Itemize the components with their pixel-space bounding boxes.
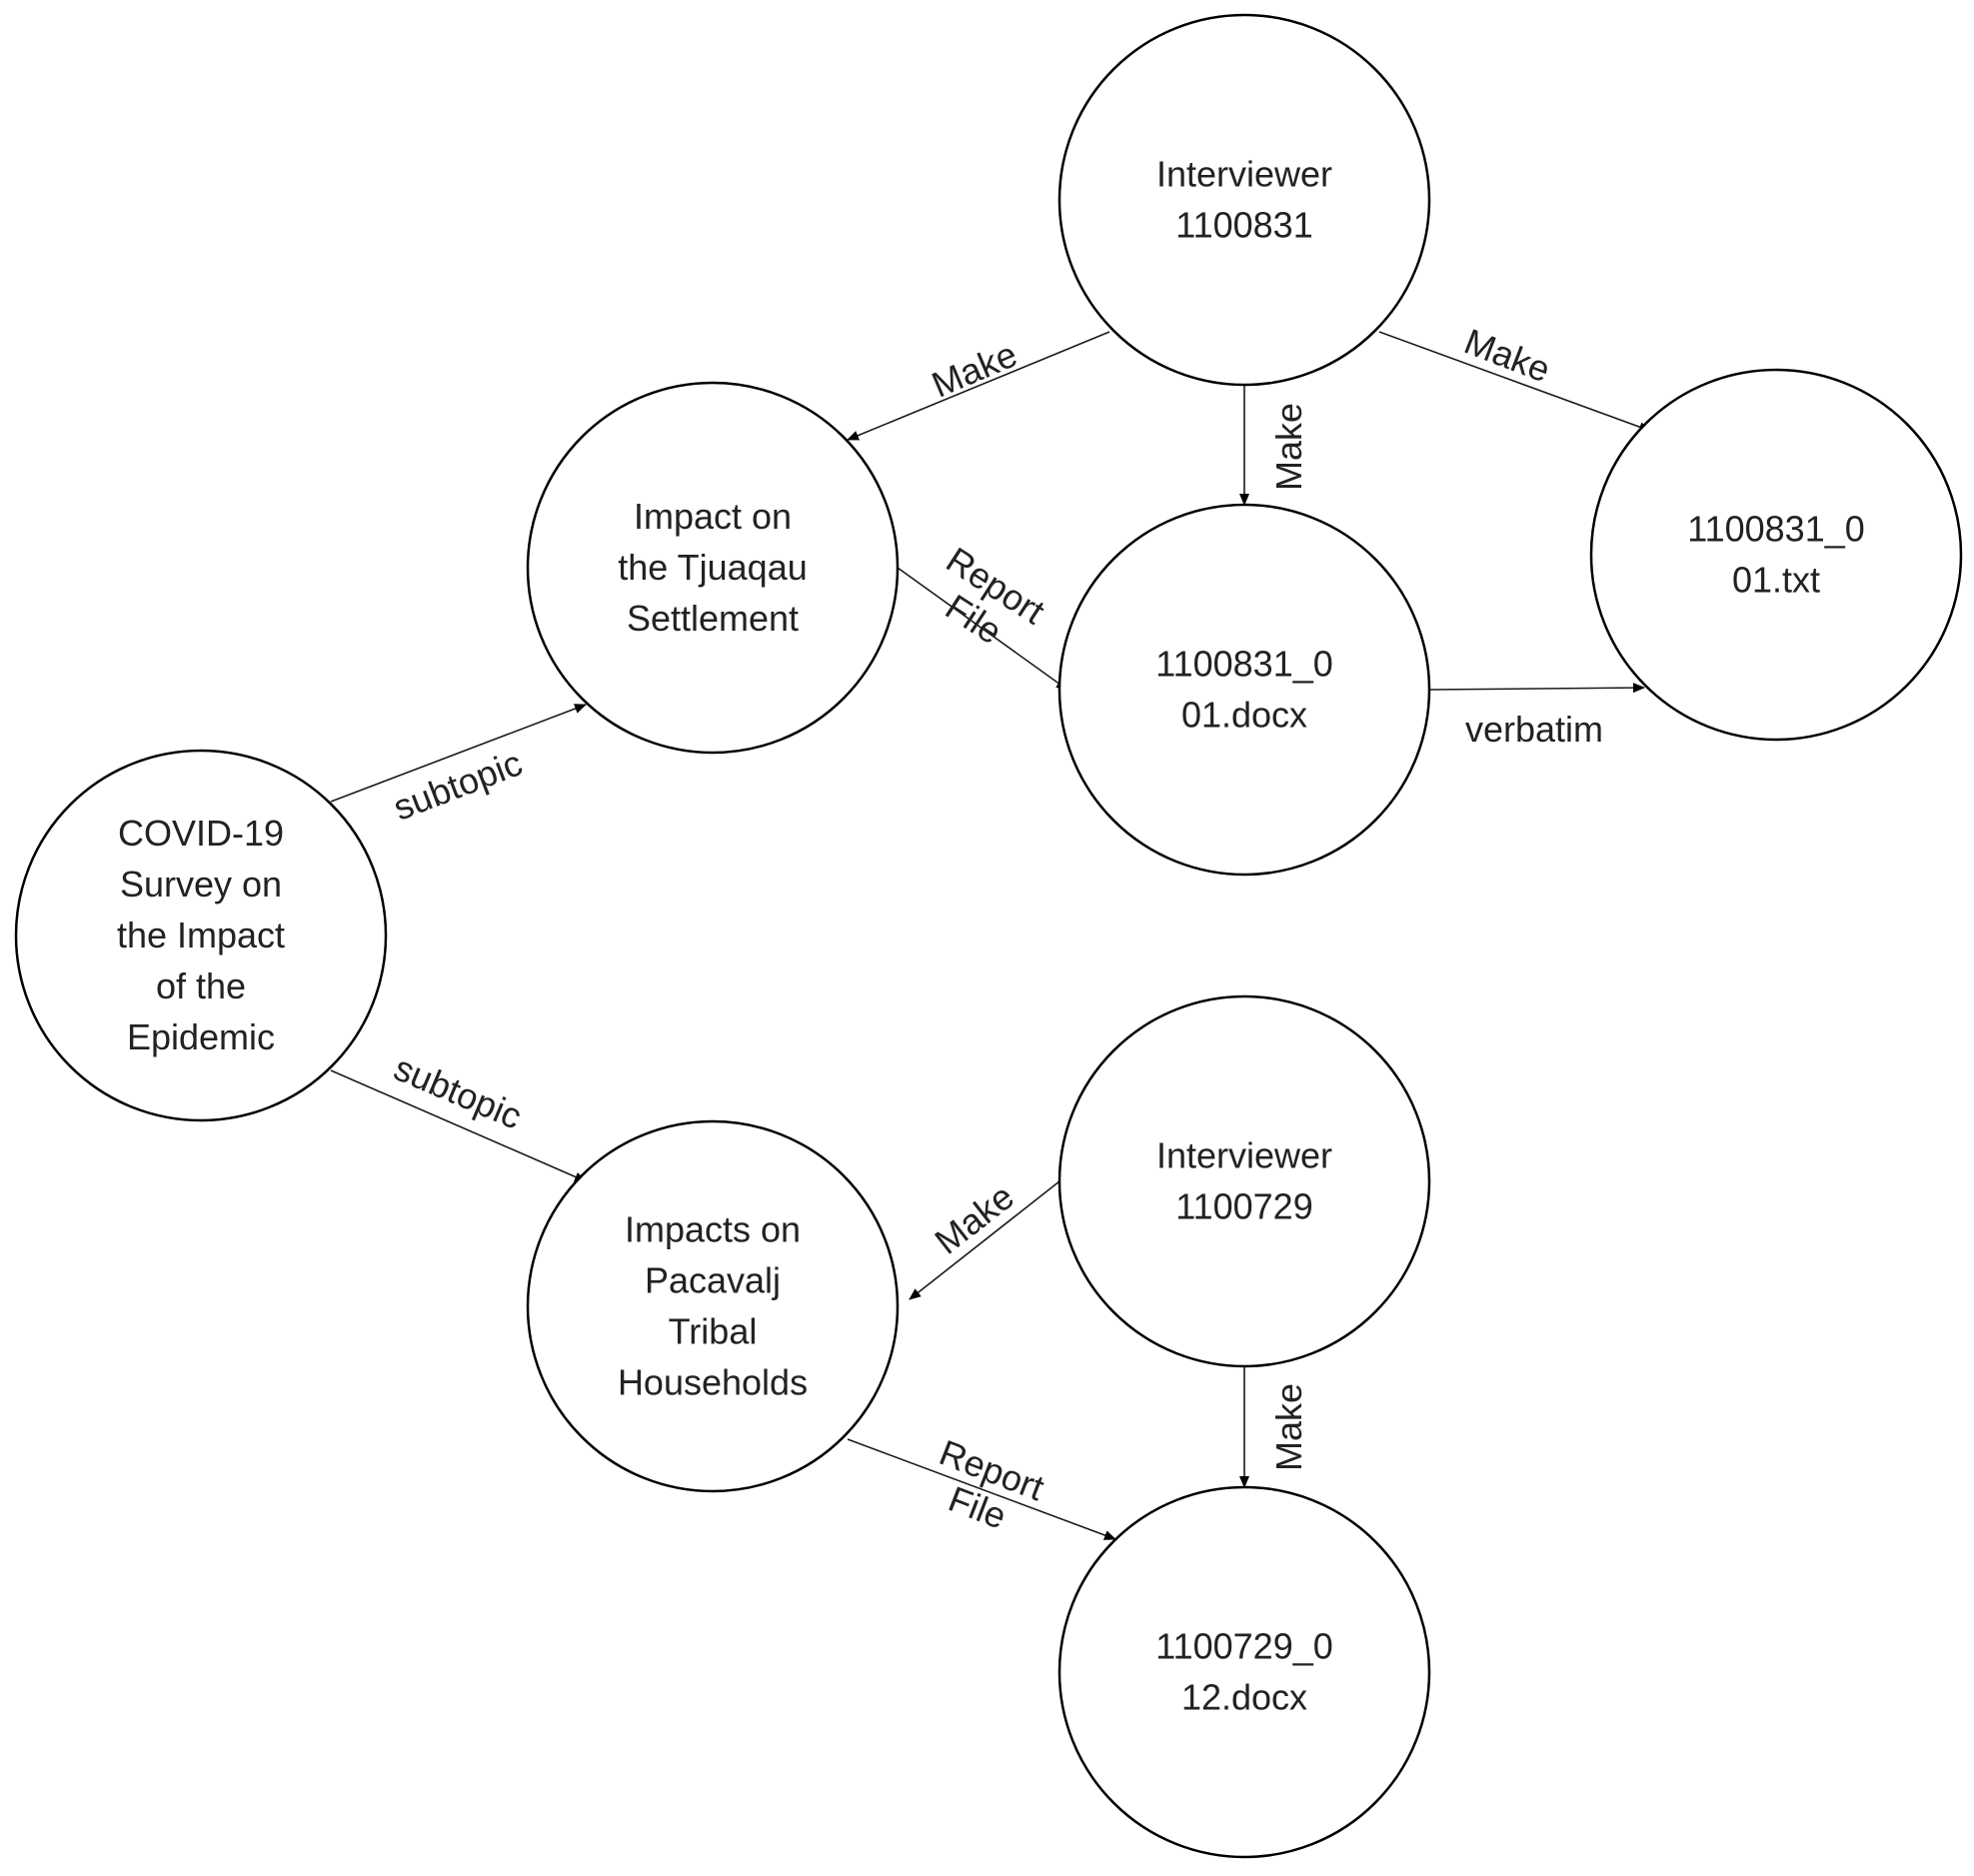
node-interviewer-1100729: Interviewer 1100729: [1057, 994, 1431, 1368]
node-label-line: 1100831_0: [1155, 644, 1333, 685]
edge-docx-to-txt: verbatim: [1428, 683, 1645, 750]
node-label-line: 1100729_0: [1155, 1626, 1333, 1667]
node-label: 1100831_0 01.txt: [1687, 509, 1865, 601]
edge-label-line: subtopic: [388, 742, 528, 828]
node-label-line: Epidemic: [127, 1016, 275, 1057]
node-label: 1100831_0 01.docx: [1155, 644, 1333, 736]
node-interviewer-1100831: Interviewer 1100831: [1057, 13, 1431, 387]
node-label-line: 1100831_0: [1687, 509, 1865, 550]
edge-pacavalj-to-docx: ReportFile: [847, 1431, 1116, 1545]
node-label-line: Survey on: [120, 864, 282, 905]
node-label-line: the Impact: [117, 915, 285, 955]
node-label-line: Settlement: [627, 598, 799, 639]
node-label-line: Impacts on: [625, 1209, 801, 1250]
node-label-line: 1100831: [1175, 205, 1312, 246]
node-label-line: 12.docx: [1181, 1677, 1307, 1718]
node-label-line: the Tjuaqau: [618, 547, 808, 588]
edge-label-line: Make: [1459, 321, 1556, 391]
node-label-line: Households: [618, 1362, 808, 1403]
edge-label-make: Make: [926, 333, 1022, 405]
edge-label-line: Make: [1268, 1383, 1309, 1471]
node-label: Interviewer 1100729: [1156, 1135, 1332, 1227]
edge-label-make: Make: [1459, 321, 1556, 391]
edge-label-line: Make: [926, 333, 1022, 405]
edge-covid-to-pacavalj: subtopic: [330, 1046, 587, 1182]
node-label-line: Pacavalj: [645, 1260, 781, 1301]
edge-label-make: Make: [1268, 403, 1309, 491]
edge-label-subtopic: subtopic: [388, 1046, 527, 1136]
node-label-line: of the: [156, 965, 246, 1006]
edge-label-line: verbatim: [1465, 709, 1603, 750]
edge-label-line: Make: [1268, 403, 1309, 491]
node-label: Interviewer 1100831: [1156, 154, 1332, 246]
node-label-line: COVID-19: [118, 813, 284, 854]
edge-label-report-file: ReportFile: [918, 539, 1052, 666]
node-label-line: Interviewer: [1156, 154, 1332, 195]
edge-interviewer-1100729-to-pacavalj: Make: [909, 1175, 1060, 1300]
edges-layer: subtopic subtopic Make Make Make ReportF…: [330, 321, 1651, 1545]
node-label-line: Tribal: [669, 1311, 758, 1352]
edge-interviewer-1100831-to-tjuaqau: Make: [847, 331, 1110, 441]
edge-interviewer-1100831-to-txt: Make: [1378, 321, 1651, 432]
node-label-line: Interviewer: [1156, 1135, 1332, 1176]
node-label-line: 1100729: [1175, 1186, 1312, 1227]
node-file-1100831-001-docx: 1100831_0 01.docx: [1057, 503, 1431, 877]
node-label-line: Impact on: [634, 496, 792, 537]
edge-interviewer-1100831-to-docx: Make: [1239, 385, 1309, 506]
edge-label-verbatim: verbatim: [1465, 709, 1603, 750]
edge-label-subtopic: subtopic: [388, 742, 528, 828]
edge-interviewer-1100729-to-docx: Make: [1239, 1366, 1309, 1488]
node-label-line: 01.docx: [1181, 695, 1307, 736]
edge-label-report-file: ReportFile: [920, 1431, 1049, 1545]
edge-covid-to-tjuaqau: subtopic: [330, 704, 587, 829]
node-file-1100831-001-txt: 1100831_0 01.txt: [1589, 368, 1963, 742]
edge-label-line: subtopic: [388, 1046, 527, 1136]
node-label-line: 01.txt: [1732, 560, 1820, 601]
node-file-1100729-012-docx: 1100729_0 12.docx: [1057, 1485, 1431, 1859]
node-label: 1100729_0 12.docx: [1155, 1626, 1333, 1718]
edge-label-make: Make: [1268, 1383, 1309, 1471]
edge-tjuaqau-to-docx: ReportFile: [897, 539, 1068, 691]
